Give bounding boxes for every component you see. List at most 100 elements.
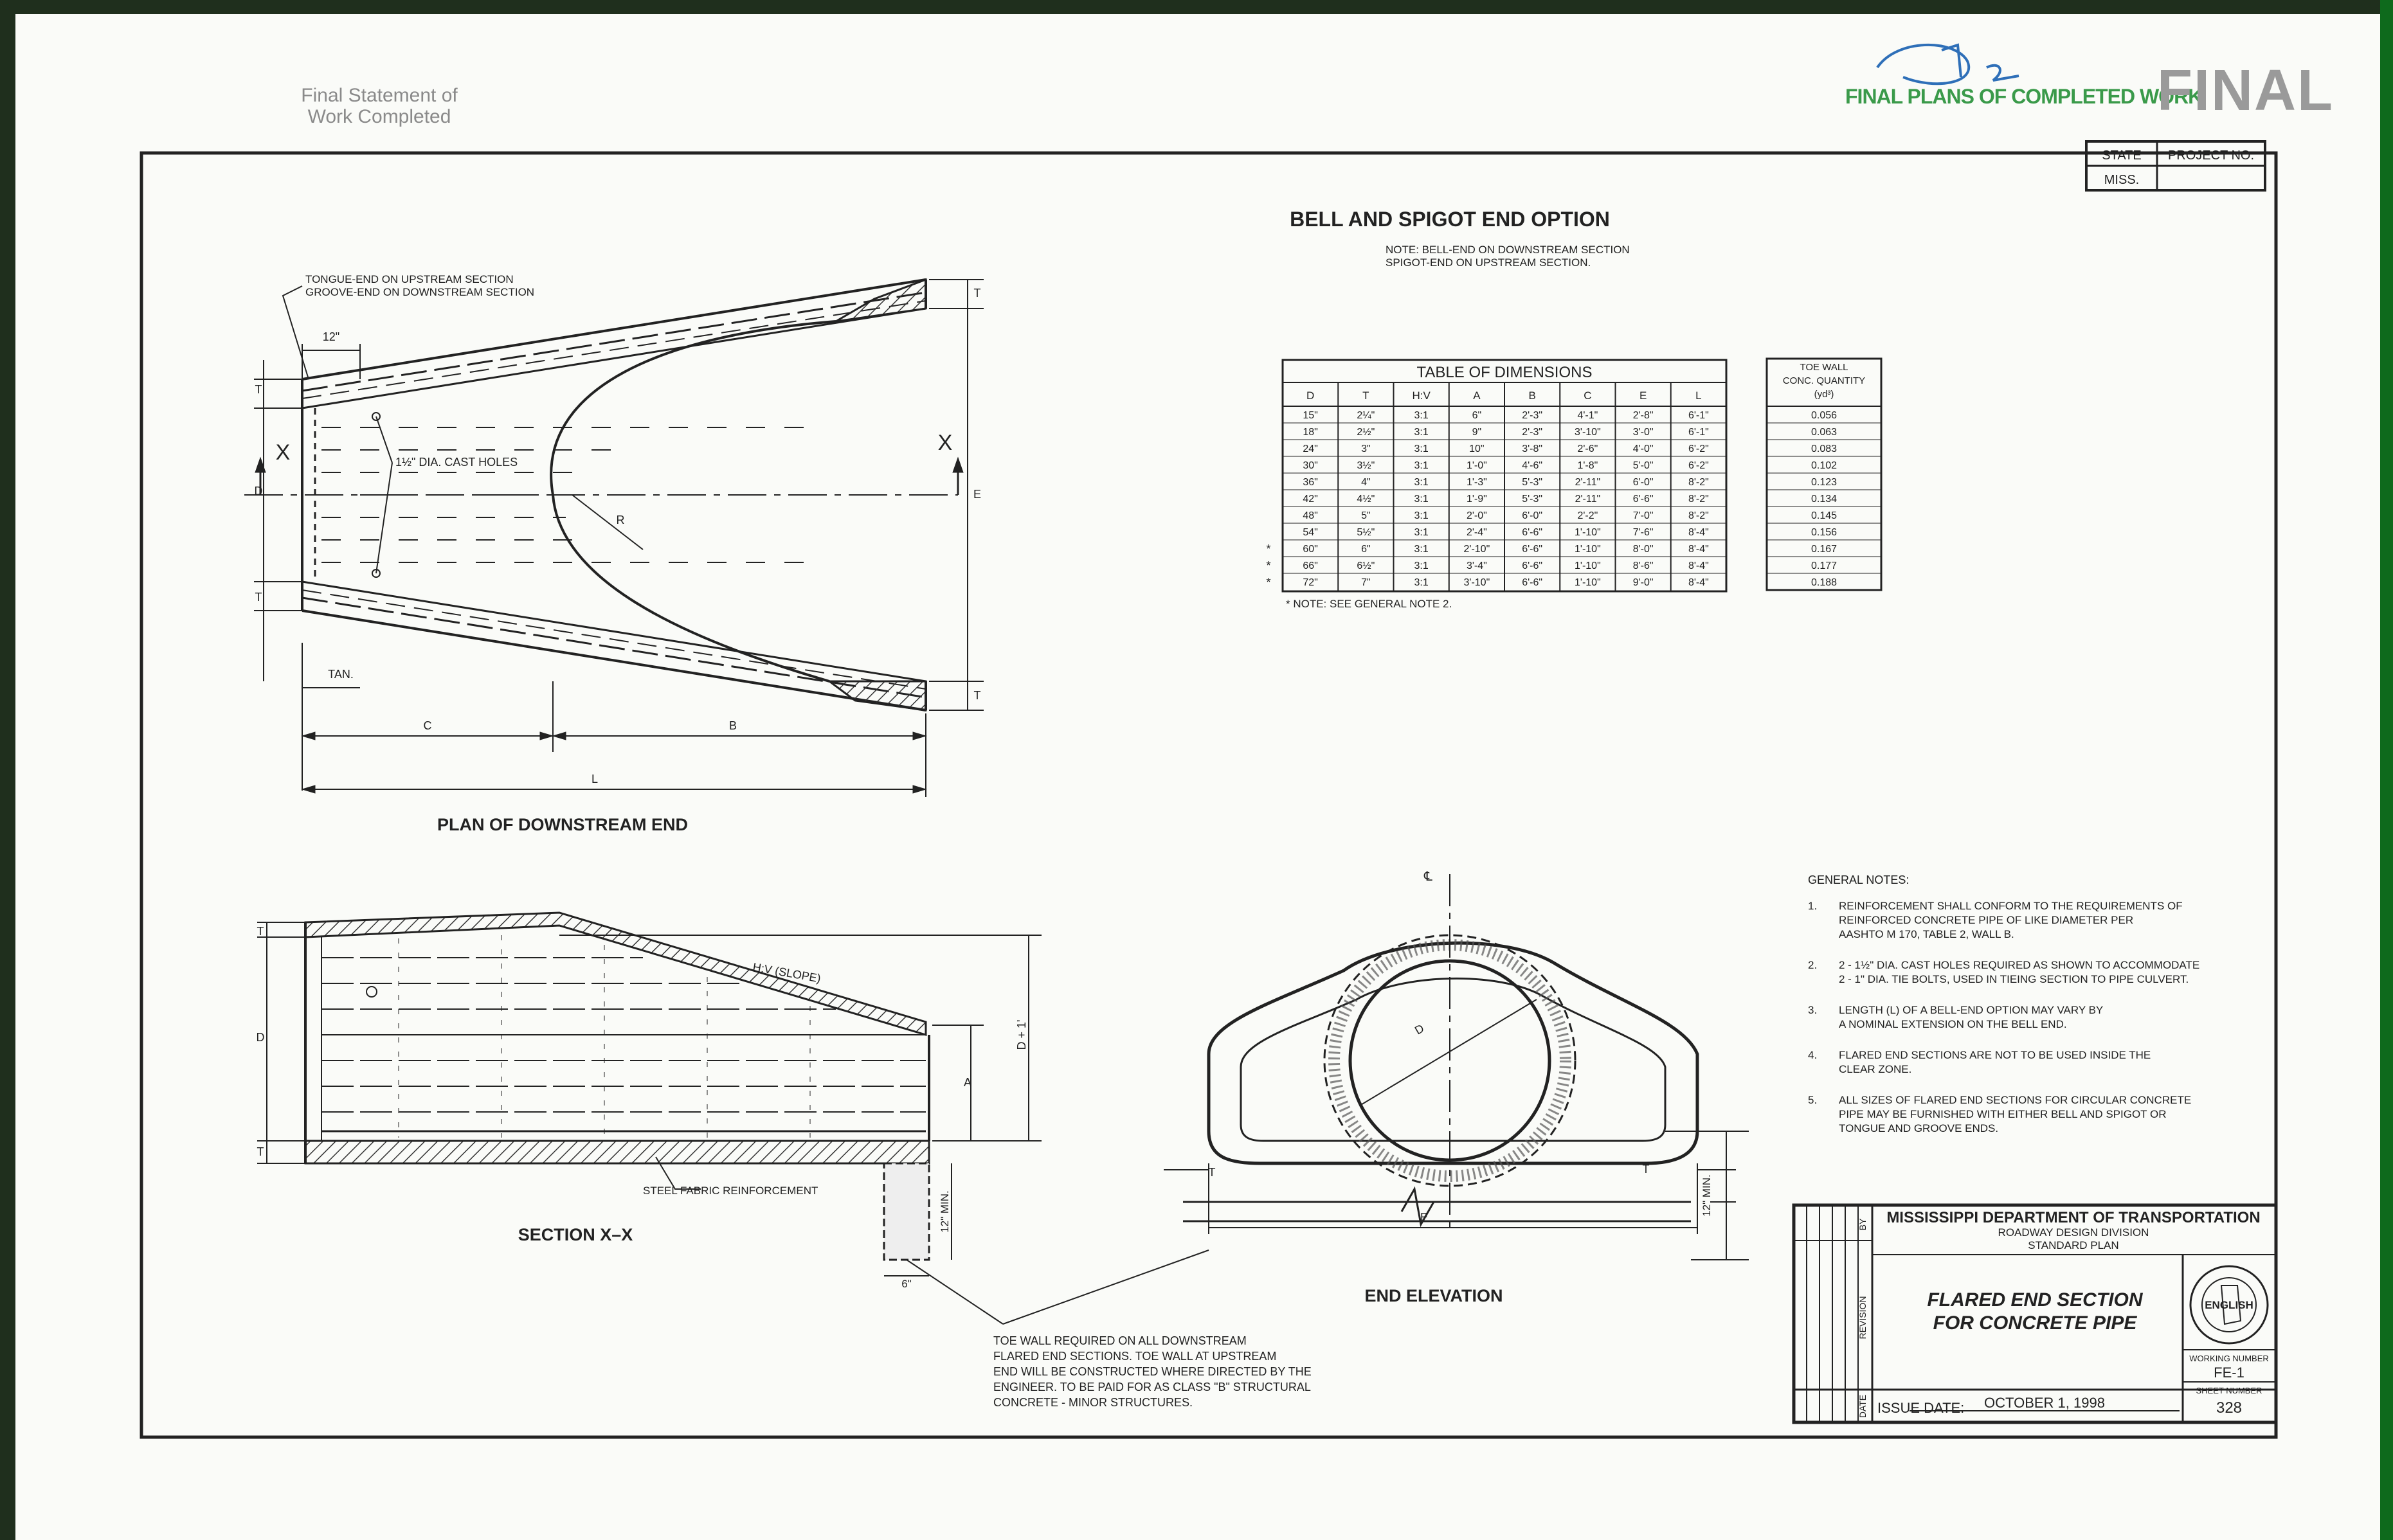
scan-edge-right	[2380, 0, 2393, 1540]
tb-issue-label: ISSUE DATE:	[1877, 1400, 1964, 1416]
tb-title-2: FOR CONCRETE PIPE	[1933, 1312, 2138, 1334]
tb-sheet-label: SHEET NUMBER	[2196, 1386, 2262, 1395]
dim-table-cell: 6'-6"	[1633, 494, 1654, 505]
toe-table	[1765, 357, 1883, 591]
dim-table-title: TABLE OF DIMENSIONS	[1417, 364, 1593, 381]
toe-value-cell: 0.145	[1811, 510, 1837, 521]
bell-spigot-heading: BELL AND SPIGOT END OPTION NOTE: BELL-EN…	[1290, 208, 1630, 269]
section-min12: 12" MIN.	[939, 1190, 951, 1233]
plan-r-label: R	[617, 514, 625, 526]
dim-table-cell: 9'-0"	[1633, 577, 1654, 588]
dim-header-cell: A	[1473, 389, 1481, 402]
section-d1-label: D + 1'	[1015, 1020, 1028, 1050]
dim-table-cell: 8'-2"	[1688, 477, 1709, 488]
dim-table-cell: 3'-10"	[1575, 427, 1601, 438]
plan-holes-label: 1½" DIA. CAST HOLES	[395, 456, 518, 469]
sheet-border	[140, 151, 2278, 1439]
section-t-upper: T	[257, 925, 264, 938]
plan-t-right-lower: T	[974, 689, 981, 702]
section-reinf-label: STEEL FABRIC REINFORCEMENT	[643, 1185, 818, 1197]
dim-table-cell: 6'-6"	[1522, 527, 1542, 538]
dim-table-cell: 3:1	[1414, 443, 1429, 454]
dim-table-cell: 2'-8"	[1633, 410, 1654, 421]
dim-table-cell: 3:1	[1414, 544, 1429, 555]
dim-table-cell: 1'-3"	[1467, 477, 1487, 488]
dim-table-cell: 48"	[1303, 510, 1317, 521]
bell-spigot-note-1: NOTE: BELL-END ON DOWNSTREAM SECTION	[1386, 244, 1630, 256]
tb-seal-text: ENGLISH	[2205, 1299, 2253, 1311]
statement-line-2: Work Completed	[307, 106, 451, 127]
dim-table-cell: 4½"	[1357, 494, 1375, 505]
plan-title: PLAN OF DOWNSTREAM END	[437, 815, 688, 834]
toe-note-line-5: CONCRETE - MINOR STRUCTURES.	[993, 1396, 1193, 1409]
toe-value-cell: 0.102	[1811, 460, 1837, 471]
toe-value-cell: 0.123	[1811, 477, 1837, 488]
dim-table-cell: 72"	[1303, 577, 1317, 588]
dim-table-cell: 15"	[1303, 410, 1317, 421]
elev-d-label: D	[1413, 1022, 1426, 1037]
scan-edge-left	[0, 0, 15, 1540]
toe-value-cell: 0.156	[1811, 527, 1837, 538]
toe-value-cell: 0.167	[1811, 544, 1837, 555]
dim-row-mark: *	[1266, 559, 1270, 572]
tb-revision: REVISION	[1857, 1296, 1868, 1339]
dim-table-cell: 3"	[1361, 443, 1371, 454]
plan-t-upper: T	[255, 383, 262, 396]
general-note-line: LENGTH (L) OF A BELL-END OPTION MAY VARY…	[1839, 1004, 2103, 1016]
dim-table-cell: 3:1	[1414, 427, 1429, 438]
plan-b-label: B	[729, 719, 737, 732]
section-d-label: D	[257, 1031, 265, 1044]
section-dim6: 6"	[901, 1278, 912, 1290]
project-box: STATE PROJECT NO. MISS.	[2085, 140, 2266, 192]
section-title: SECTION X–X	[518, 1225, 633, 1244]
tb-working-label: WORKING NUMBER	[2189, 1354, 2269, 1363]
dim-table-cell: 2'-0"	[1467, 510, 1487, 521]
section-a-label: A	[964, 1076, 971, 1089]
dim-table-cell: 7'-0"	[1633, 510, 1654, 521]
dim-table-cell: 1'-10"	[1575, 527, 1601, 538]
statement-line-1: Final Statement of	[301, 85, 458, 106]
dim-table-cell: 6'-1"	[1688, 410, 1709, 421]
general-note-number: 2.	[1808, 959, 1817, 971]
toe-value-cell: 0.177	[1811, 560, 1837, 571]
general-note-line: REINFORCED CONCRETE PIPE OF LIKE DIAMETE…	[1839, 914, 2133, 926]
elev-t-left: T	[1209, 1166, 1216, 1179]
plan-callout-line-2: GROOVE-END ON DOWNSTREAM SECTION	[305, 286, 534, 298]
tb-working-number: FE-1	[2214, 1365, 2244, 1381]
dim-table-cell: 5'-0"	[1633, 460, 1654, 471]
dim-header-cell: H:V	[1412, 389, 1431, 402]
plan-e-label: E	[973, 488, 981, 501]
dim-table-cell: 2¼"	[1357, 410, 1375, 421]
bell-spigot-note-2: SPIGOT-END ON UPSTREAM SECTION.	[1386, 256, 1591, 269]
dim-table-cell: 8'-4"	[1688, 544, 1709, 555]
dim-table-cell: 1'-10"	[1575, 577, 1601, 588]
final-plans-stamp: FINAL PLANS OF COMPLETED WORK	[1845, 85, 2203, 108]
general-note-line: REINFORCEMENT SHALL CONFORM TO THE REQUI…	[1839, 900, 2183, 912]
signature-scribble	[1876, 43, 2019, 85]
dim-table-cell: 5"	[1361, 510, 1371, 521]
dim-table-cell: 6½"	[1357, 560, 1375, 571]
dim-table-cell: 3'-0"	[1633, 427, 1654, 438]
dim-table-cell: 2'-4"	[1467, 527, 1487, 538]
dim-table-cell: 3'-8"	[1522, 443, 1542, 454]
elev-cl-label: ℄	[1423, 870, 1432, 884]
dim-table	[1281, 359, 1728, 593]
dim-table-cell: 3:1	[1414, 460, 1429, 471]
end-elevation-labels: ℄ D T T E 12" MIN. END ELEVATION	[1209, 870, 1713, 1305]
dim-header-cell: B	[1528, 389, 1535, 402]
dim-table-cell: 8'-2"	[1688, 494, 1709, 505]
dim-table-cell: 3½"	[1357, 460, 1375, 471]
general-note-number: 1.	[1808, 900, 1817, 912]
dim-table-cell: 2'-6"	[1577, 443, 1598, 454]
plan-c-label: C	[424, 719, 432, 732]
dim-table-cell: 30"	[1303, 460, 1317, 471]
statement-stamp: Final Statement of Work Completed	[283, 85, 476, 127]
project-no-label: PROJECT NO.	[2168, 148, 2254, 163]
dim-table-cell: 2'-10"	[1463, 544, 1490, 555]
general-note-line: AASHTO M 170, TABLE 2, WALL B.	[1839, 928, 2014, 940]
dim-table-cell: 3'-4"	[1467, 560, 1487, 571]
dim-header-cell: L	[1695, 389, 1701, 402]
dim-table-cell: 8'-4"	[1688, 577, 1709, 588]
plan-d-label: D	[255, 485, 263, 497]
